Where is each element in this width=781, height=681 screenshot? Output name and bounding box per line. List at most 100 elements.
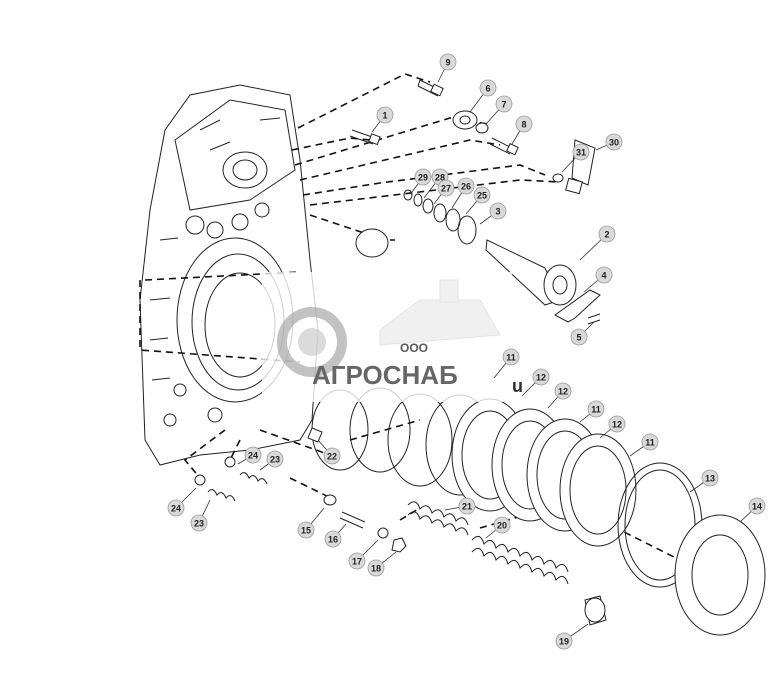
callout-bubble [458, 497, 476, 515]
callout-bubble [266, 450, 284, 468]
callout-bubble [190, 514, 208, 532]
callout-bubble [439, 53, 457, 71]
gear-icon [277, 307, 347, 377]
callout-bubble [595, 266, 613, 284]
callout-number: 12 [558, 387, 568, 397]
part-callout-6: 6 [469, 79, 497, 113]
callout-number: 13 [705, 474, 715, 484]
callout-number: 28 [435, 173, 445, 183]
callout-bubble [414, 168, 432, 186]
part-callout-15: 15 [297, 507, 325, 539]
callout-bubble [554, 382, 572, 400]
callout-bubble [570, 328, 588, 346]
callout-bubble [608, 415, 626, 433]
part-callout-9: 9 [437, 53, 457, 83]
callout-number: 2 [604, 230, 609, 240]
part-callout-7: 7 [485, 95, 513, 125]
part-callout-23: 23 [190, 499, 211, 532]
bottom-parts [194, 427, 607, 626]
callout-number: 7 [501, 100, 506, 110]
callout-bubble [515, 115, 533, 133]
callout-bubble [748, 497, 766, 515]
part-callout-5: 5 [570, 321, 595, 346]
part-callout-29: 29 [411, 168, 432, 193]
callout-bubble [587, 400, 605, 418]
callout-bubble [297, 521, 315, 539]
callout-number: 30 [609, 138, 619, 148]
callout-bubble [495, 95, 513, 113]
callout-bubble [555, 632, 573, 650]
part-callout-11: 11 [579, 400, 605, 423]
callout-number: 23 [194, 519, 204, 529]
callout-number: 22 [327, 452, 337, 462]
callout-bubble [502, 348, 520, 366]
callout-number: 3 [495, 207, 500, 217]
callout-number: 8 [521, 120, 526, 130]
callout-bubble [493, 516, 511, 534]
part-callout-12: 12 [521, 368, 550, 397]
callout-bubble [367, 559, 385, 577]
callout-number: 6 [485, 84, 490, 94]
callout-bubble [598, 225, 616, 243]
clutch-pack [311, 387, 766, 636]
callout-number: 15 [301, 526, 311, 536]
callout-bubble [572, 143, 590, 161]
callout-number: 20 [497, 521, 507, 531]
callout-number: 27 [441, 184, 451, 194]
callout-bubble [376, 106, 394, 124]
part-callout-18: 18 [367, 551, 397, 577]
callout-bubble [701, 469, 719, 487]
callout-bubble [457, 177, 475, 195]
watermark-company-name: АГРОСНАБ [312, 360, 458, 390]
part-callout-16: 16 [324, 523, 347, 548]
callout-number: 21 [462, 502, 472, 512]
callout-bubble [605, 133, 623, 151]
callout-number: 24 [171, 504, 181, 514]
callout-number: 26 [461, 182, 471, 192]
callout-number: 11 [506, 353, 516, 363]
part-callout-3: 3 [479, 202, 507, 225]
callout-number: 29 [418, 173, 428, 183]
part-callout-26: 26 [451, 177, 475, 209]
callout-bubble [532, 368, 550, 386]
part-callout-22: 22 [317, 439, 341, 465]
callout-bubble [348, 552, 366, 570]
callout-number: 23 [270, 455, 280, 465]
callout-bubble [473, 186, 491, 204]
callout-number: 14 [752, 502, 762, 512]
combine-harvester-icon [379, 279, 501, 346]
callout-bubble [641, 433, 659, 451]
small-hardware [349, 79, 601, 325]
callout-bubble [324, 530, 342, 548]
callout-bubble [489, 202, 507, 220]
part-callout-30: 30 [595, 133, 623, 151]
part-callout-31: 31 [561, 143, 590, 173]
watermark-company-prefix: ООО [400, 341, 428, 355]
callout-number: 12 [536, 373, 546, 383]
part-callout-25: 25 [465, 186, 491, 215]
part-callout-11: 11 [493, 348, 520, 379]
callout-number: 5 [576, 333, 581, 343]
callout-number: 19 [559, 637, 569, 647]
part-callout-17: 17 [348, 539, 379, 570]
callout-number: 24 [248, 451, 258, 461]
callout-bubble [323, 447, 341, 465]
callout-bubble [167, 499, 185, 517]
part-callout-24: 24 [167, 487, 197, 517]
callout-number: 11 [591, 405, 601, 415]
part-callout-27: 27 [433, 179, 455, 205]
part-callout-4: 4 [583, 266, 613, 293]
part-callout-11: 11 [629, 433, 659, 457]
part-callout-24: 24 [237, 446, 262, 465]
part-callout-13: 13 [689, 469, 719, 493]
part-callout-1: 1 [371, 106, 394, 133]
callout-number: 12 [612, 420, 622, 430]
callout-bubble [244, 446, 262, 464]
callout-number: 1 [382, 111, 387, 121]
part-callout-12: 12 [547, 382, 572, 409]
callout-number: 11 [645, 438, 655, 448]
callout-number: 17 [352, 557, 362, 567]
watermark-suffix: u [512, 376, 523, 396]
